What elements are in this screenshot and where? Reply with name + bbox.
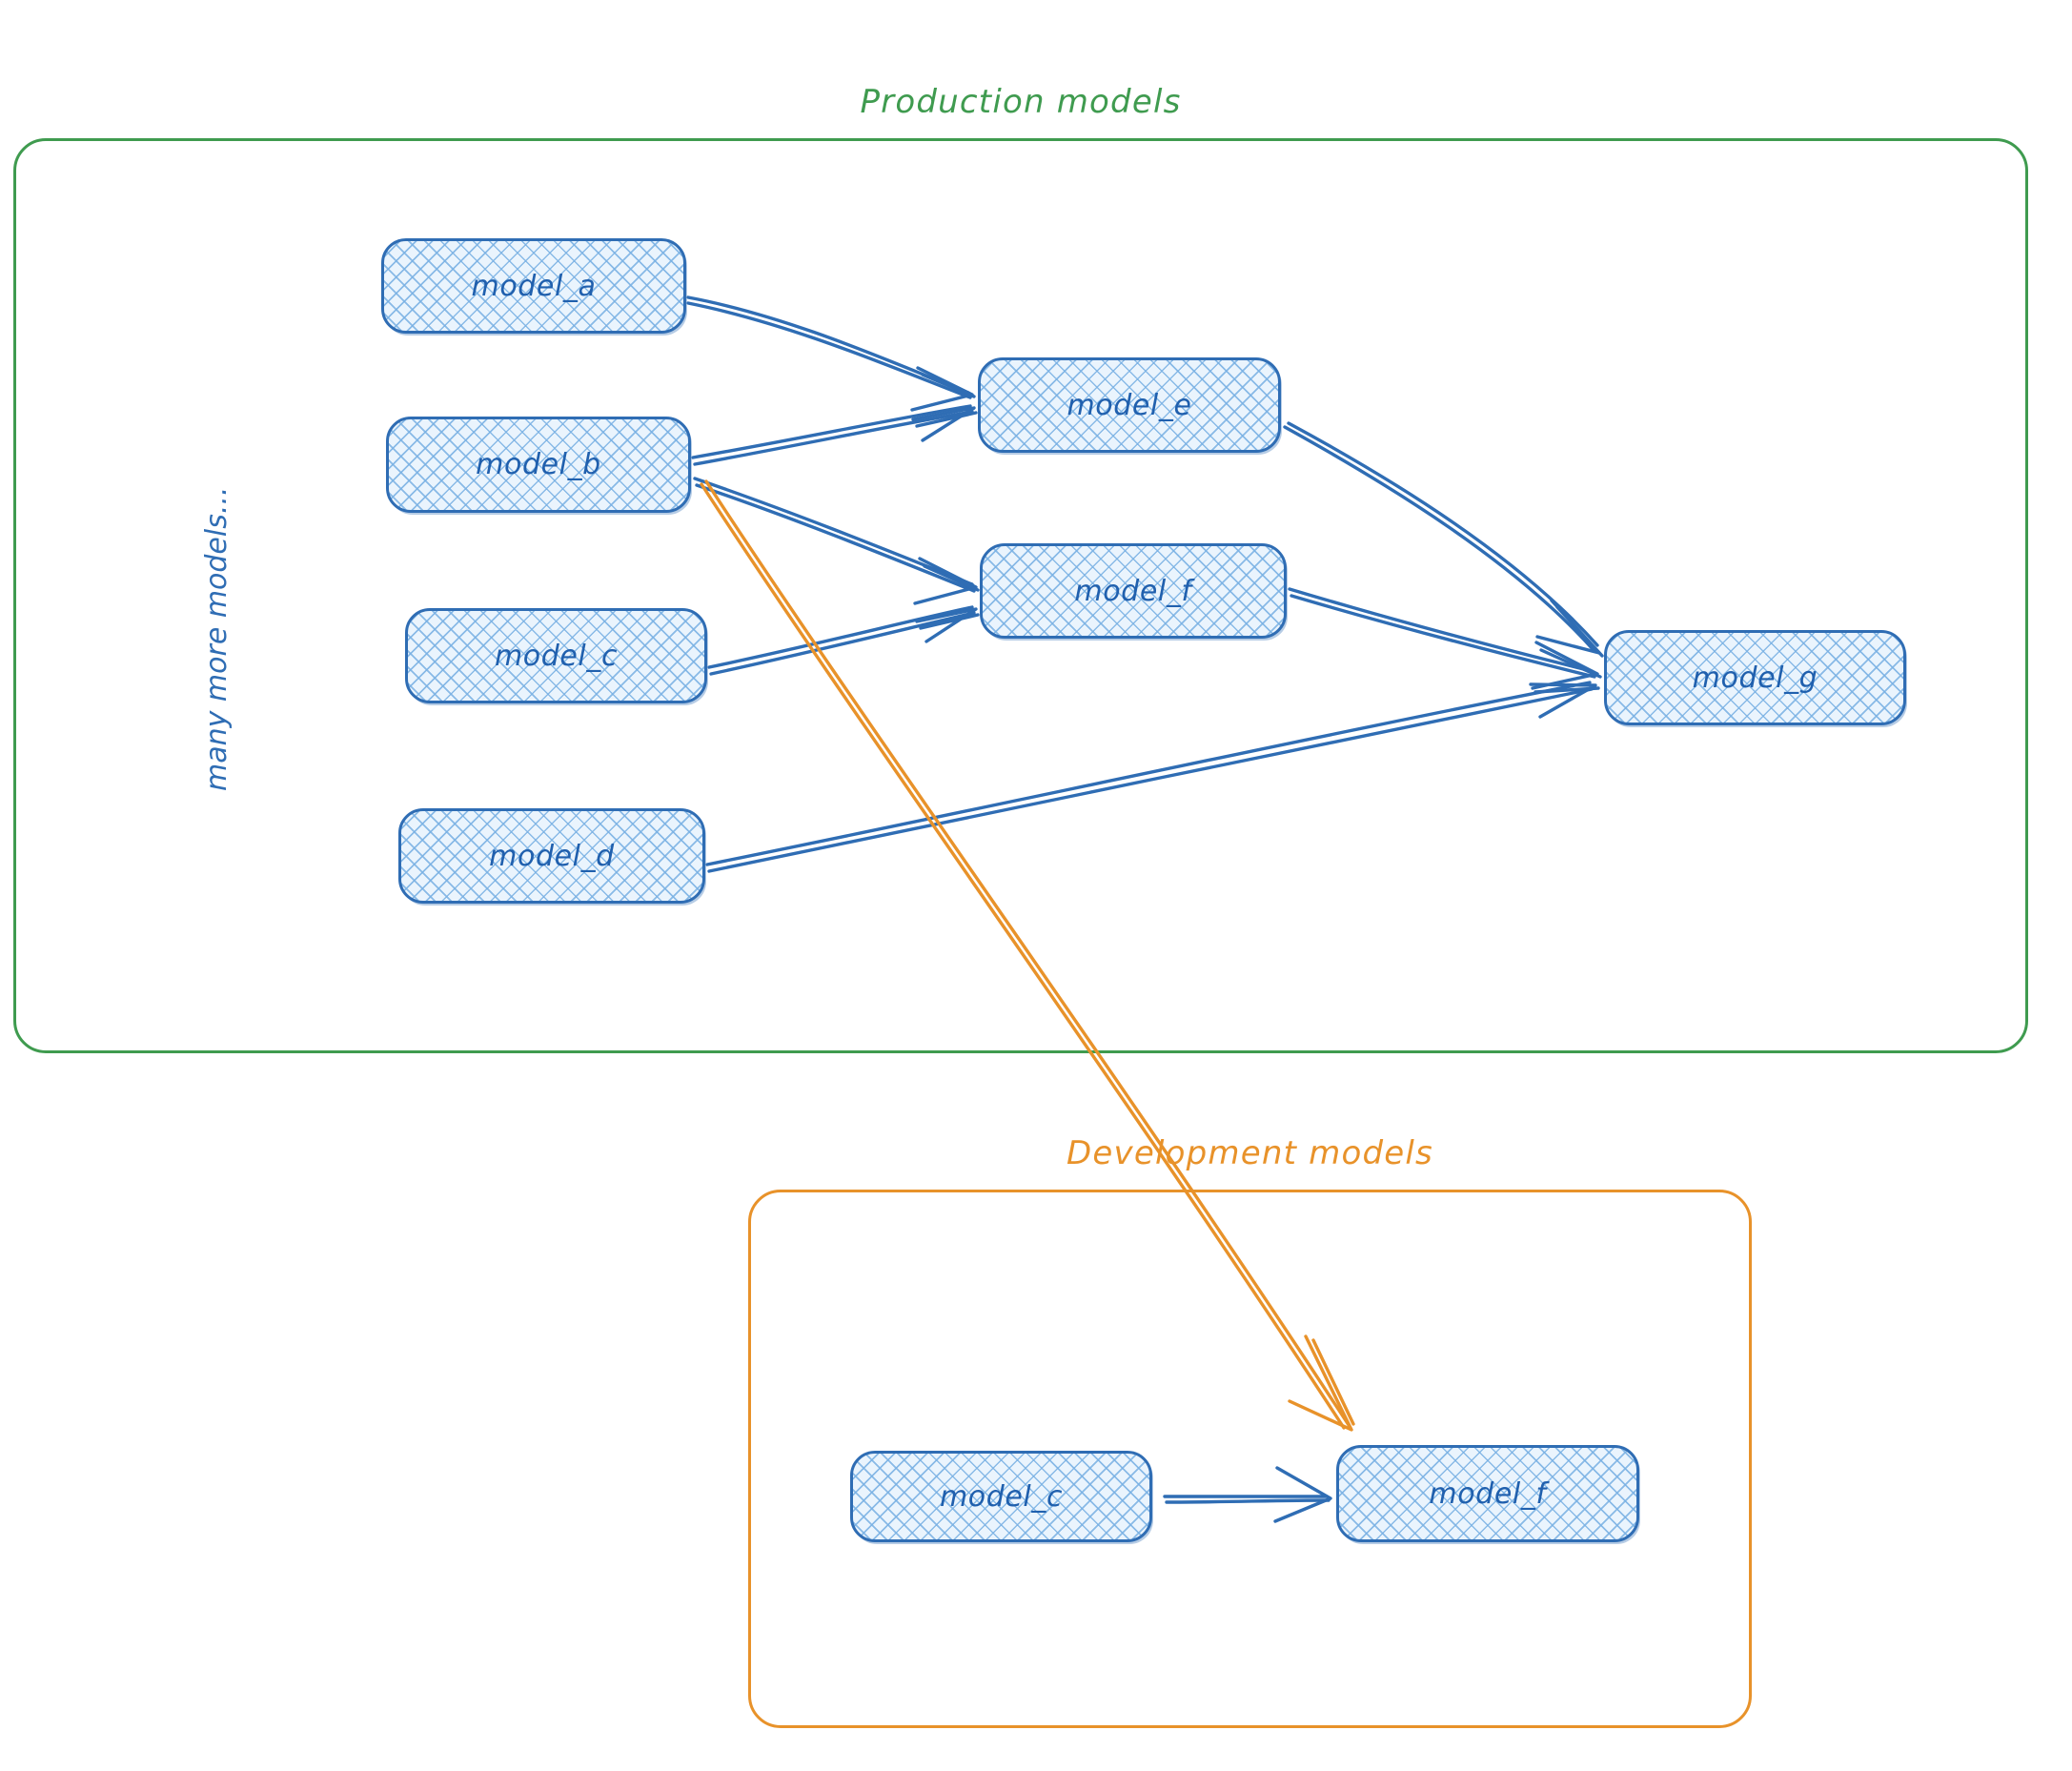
node-model-d-production[interactable]: model_d [398, 808, 705, 904]
node-label: model_f [1429, 1476, 1547, 1511]
node-label: model_e [1066, 388, 1192, 422]
node-label: model_d [489, 839, 615, 873]
node-model-f-production[interactable]: model_f [980, 543, 1287, 639]
many-more-models-caption: many more models... [200, 486, 234, 791]
node-label: model_b [476, 448, 601, 481]
node-model-a-production[interactable]: model_a [381, 238, 686, 334]
node-label: model_a [471, 269, 597, 303]
node-model-b-production[interactable]: model_b [386, 417, 691, 513]
node-label: model_g [1692, 661, 1818, 695]
node-model-c-development[interactable]: model_c [850, 1451, 1152, 1542]
development-group-label: Development models [1066, 1134, 1433, 1172]
node-model-c-production[interactable]: model_c [405, 608, 707, 703]
production-group-label: Production models [860, 83, 1182, 121]
node-model-g-production[interactable]: model_g [1604, 630, 1906, 725]
node-label: model_c [494, 639, 619, 673]
node-model-e-production[interactable]: model_e [978, 357, 1281, 453]
node-label: model_f [1074, 574, 1192, 608]
node-model-f-development[interactable]: model_f [1336, 1445, 1639, 1542]
node-label: model_c [939, 1479, 1064, 1514]
